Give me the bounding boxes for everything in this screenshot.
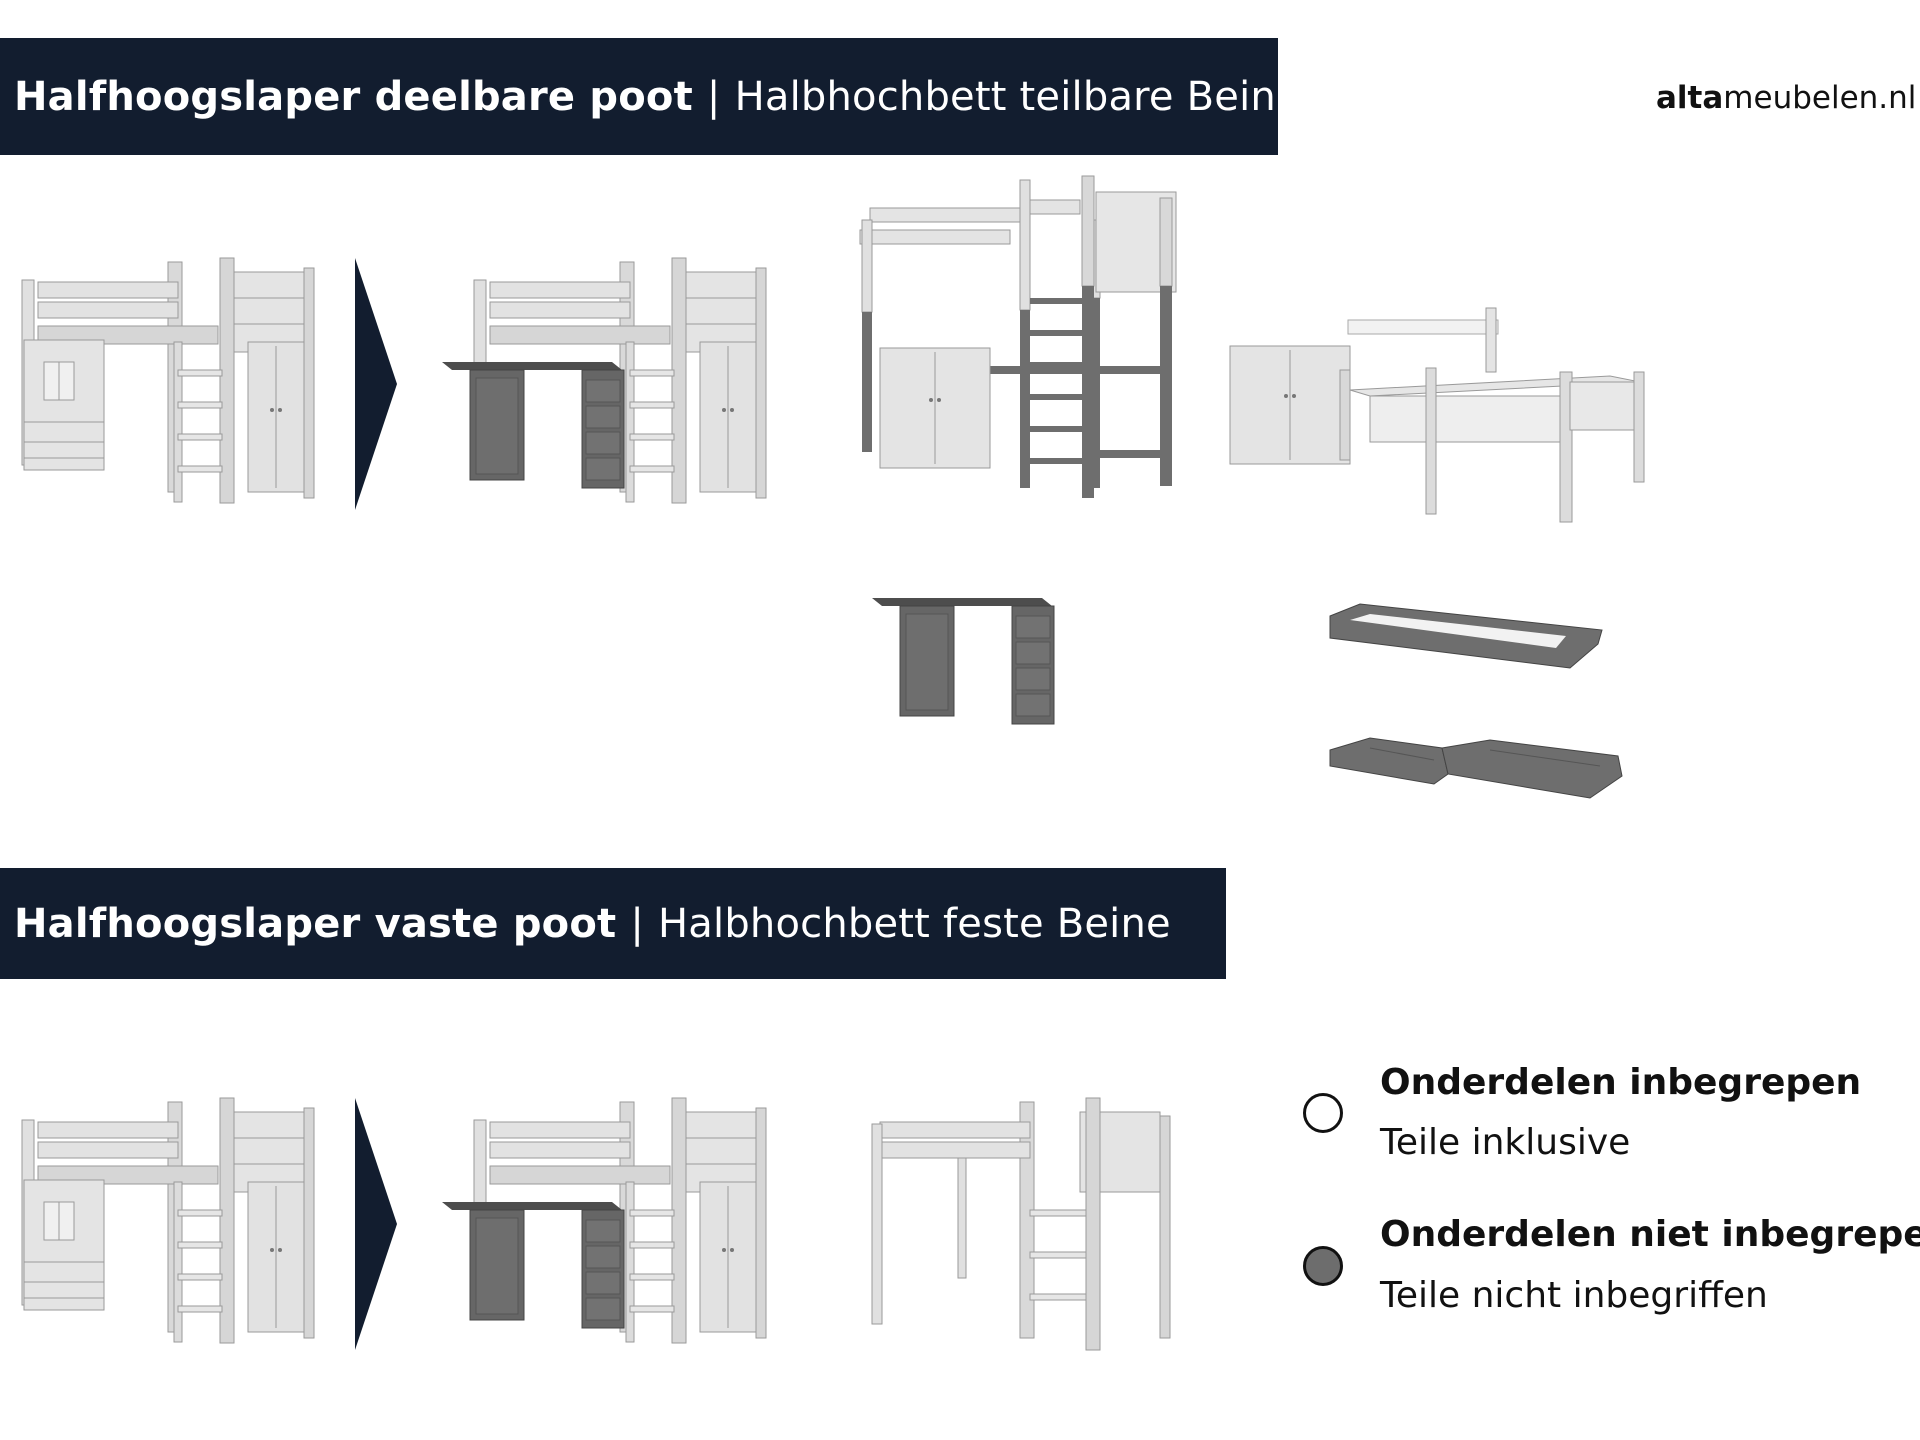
banner-title: Halfhoogslaper vaste poot | Halbhochbett f… (0, 901, 1171, 947)
desk-illustration (871, 597, 1055, 725)
step-arrow-icon (355, 258, 397, 510)
single-bed-cabinet-illustration (1229, 307, 1645, 523)
banner-title-nl: Halfhoogslaper deelbare poot (14, 73, 693, 120)
legend-excluded-title: Onderdelen niet inbegrepen (1380, 1214, 1920, 1255)
banner-vaste-poot: Halfhoogslaper vaste poot | Halbhochbett f… (0, 868, 1226, 979)
banner-separator: | (630, 900, 645, 947)
logo-regular: meubelen.nl (1723, 80, 1917, 116)
banner-title: Halfhoogslaper deelbare poot | Halbhochbet… (0, 74, 1301, 120)
loft-bed-desk-illustration (441, 1097, 767, 1344)
underbed-drawers-illustration (1329, 737, 1623, 799)
legend-included-subtitle: Teile inklusive (1380, 1122, 1631, 1163)
high-sleeper-split-legs-illustration (859, 175, 1177, 498)
included-marker-icon (1303, 1093, 1343, 1133)
banner-title-de: Halbhochbett feste Beine (658, 900, 1171, 947)
step-arrow-icon (355, 1098, 397, 1350)
legend-included-title: Onderdelen inbegrepen (1380, 1062, 1862, 1103)
excluded-marker-icon (1303, 1246, 1343, 1286)
banner-title-de: Halbhochbett teilbare Beine (734, 73, 1301, 120)
banner-separator: | (706, 73, 721, 120)
loft-bed-playhouse-illustration (21, 257, 315, 504)
loft-bed-fixed-legs-illustration (871, 1097, 1171, 1351)
loft-bed-playhouse-illustration (21, 1097, 315, 1344)
brand-logo[interactable]: altameubelen.nl (1656, 80, 1916, 116)
banner-title-nl: Halfhoogslaper vaste poot (14, 900, 617, 947)
loft-bed-desk-illustration (441, 257, 767, 504)
logo-bold: alta (1656, 80, 1724, 116)
banner-deelbare-poot: Halfhoogslaper deelbare poot | Halbhochbet… (0, 38, 1301, 155)
legend-excluded-subtitle: Teile nicht inbegriffen (1380, 1275, 1768, 1316)
bed-frame-illustration (1329, 603, 1603, 669)
